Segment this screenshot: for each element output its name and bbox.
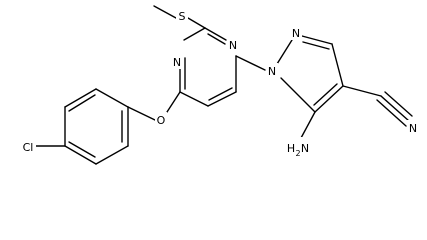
bond-cn-triple-c bbox=[376, 99, 407, 127]
bond-cn-triple-a bbox=[380, 95, 410, 122]
bond-ph2 bbox=[95, 145, 129, 165]
bond-ph5 bbox=[64, 88, 97, 108]
bond-cn-triple-b bbox=[384, 91, 413, 117]
bond-o-ph bbox=[127, 106, 156, 121]
bond-ph6 bbox=[95, 88, 129, 108]
bond-n2-c3-a bbox=[301, 35, 333, 45]
bond-ph5-inner bbox=[68, 94, 96, 112]
atom-n-pyrazole-1: N bbox=[268, 65, 276, 78]
bond-c2-n3-inner bbox=[207, 33, 226, 45]
bond-c2-n3 bbox=[204, 27, 227, 41]
molecule-structure: S N N N N O Cl H 2 N N bbox=[21, 5, 419, 165]
bond-c4-c5-a bbox=[314, 85, 344, 113]
bond-c6-o bbox=[166, 91, 181, 113]
bond-c5-c4-b bbox=[208, 87, 233, 101]
bond-n2-c3-b bbox=[302, 41, 330, 50]
bond-c4-cn bbox=[342, 85, 382, 97]
bond-c3-c4 bbox=[331, 43, 344, 87]
bonds bbox=[35, 5, 413, 165]
bond-methyl-s bbox=[153, 5, 177, 19]
atom-s: S bbox=[179, 10, 186, 23]
bond-ph3-inner bbox=[68, 141, 96, 158]
atoms: S N N N N O Cl H 2 N N bbox=[21, 8, 419, 158]
atom-n-pyrimidine-1: N bbox=[173, 56, 181, 69]
atom-amine-n: N bbox=[301, 142, 309, 155]
atom-o: O bbox=[157, 114, 166, 127]
bond-s-c2 bbox=[187, 17, 206, 29]
bond-c4-c5-b bbox=[313, 83, 338, 106]
bond-ph3 bbox=[64, 145, 97, 165]
atom-amine-subscript: 2 bbox=[295, 149, 300, 158]
bond-c6-c5 bbox=[179, 91, 209, 107]
atom-cl: Cl bbox=[23, 141, 34, 154]
bond-npz-n2 bbox=[276, 39, 293, 65]
atom-nitrile-n: N bbox=[409, 122, 417, 135]
bond-c5-nh2 bbox=[300, 111, 316, 139]
bond-c5-npz bbox=[280, 77, 316, 113]
bond-c4-npz bbox=[235, 55, 266, 71]
atom-n-pyrazole-2: N bbox=[292, 27, 300, 40]
atom-n-pyrimidine-3: N bbox=[229, 39, 237, 52]
atom-amine-h: H bbox=[287, 142, 295, 155]
bond-c5-c4-a bbox=[207, 91, 237, 107]
bond-c2-n1 bbox=[183, 27, 206, 41]
